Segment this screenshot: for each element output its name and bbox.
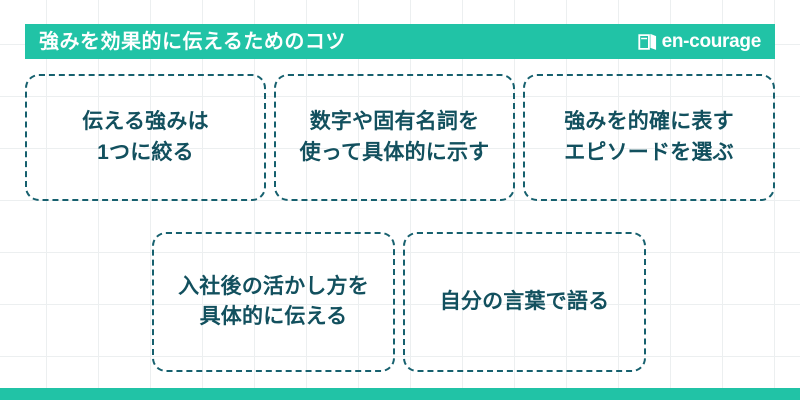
tip-card-label: 数字や固有名詞を 使って具体的に示す	[299, 110, 490, 164]
tip-card-label: 強みを的確に表す エピソードを選ぶ	[564, 110, 734, 164]
tip-card-label: 自分の言葉で語る	[439, 289, 610, 313]
tip-card: 強みを的確に表す エピソードを選ぶ	[523, 74, 775, 201]
tip-card: 伝える強みは 1つに絞る	[25, 74, 266, 201]
tip-card: 入社後の活かし方を 具体的に伝える	[152, 232, 395, 372]
footer-accent-bar	[0, 388, 800, 400]
brand-name: en-courage	[661, 31, 762, 52]
tip-card: 数字や固有名詞を 使って具体的に示す	[274, 74, 515, 201]
brand-logo: en-courage	[637, 31, 761, 53]
page-title: 強みを効果的に伝えるためのコツ	[39, 30, 346, 53]
tip-card-label: 入社後の活かし方を 具体的に伝える	[178, 274, 369, 328]
tip-card-label: 伝える強みは 1つに絞る	[82, 110, 209, 164]
open-book-icon	[637, 31, 659, 53]
tip-card: 自分の言葉で語る	[403, 232, 646, 372]
header-bar: 強みを効果的に伝えるためのコツ en-courage	[25, 24, 775, 59]
